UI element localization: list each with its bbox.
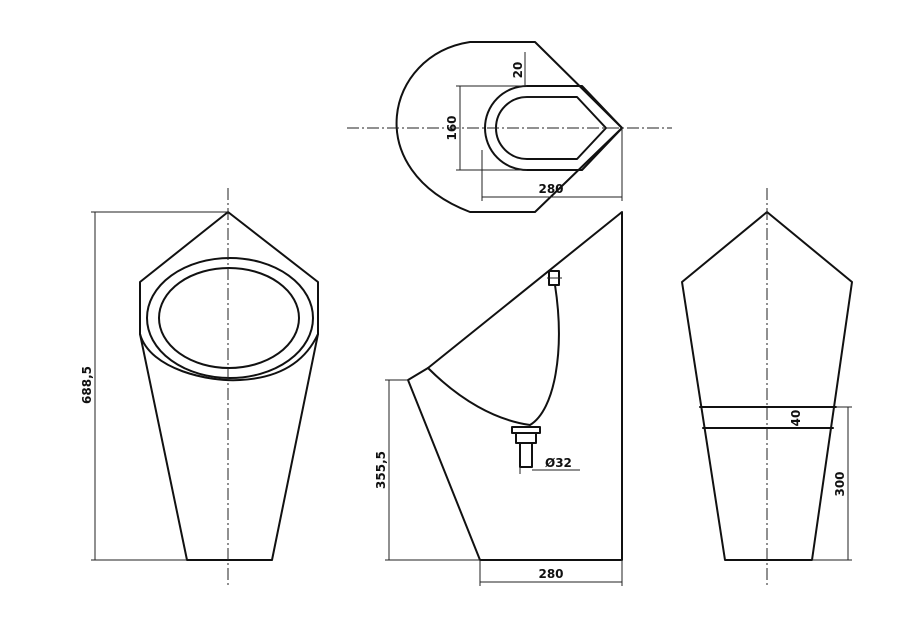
dim-20-label: 20: [511, 62, 525, 79]
back-view-outline: [681, 211, 853, 561]
side-view-outline: [407, 211, 623, 561]
dim-355-label: 355,5: [374, 451, 388, 489]
top-view-outline: [395, 41, 623, 213]
front-view-bowl-inner: [158, 267, 300, 369]
front-view-bowl-rim: [139, 333, 319, 382]
side-view-bowl-curve: [427, 284, 560, 426]
front-view-outline: [139, 211, 319, 561]
top-view-inner-rim: [495, 96, 607, 160]
top-view: 20 160 280: [347, 41, 672, 213]
front-view: 688,5: [80, 188, 319, 585]
dim-300-label: 300: [833, 471, 847, 496]
dim-dia-label: Ø32: [545, 456, 572, 470]
back-view: 40 300: [681, 188, 853, 585]
dim-160-label: 160: [445, 115, 459, 140]
dim-top-280-label: 280: [538, 182, 563, 196]
dim-side-280-label: 280: [538, 567, 563, 581]
side-view-drain-pipe: [519, 442, 533, 468]
side-view: Ø32 355,5 280: [374, 211, 623, 586]
dim-688-label: 688,5: [80, 366, 94, 404]
dim-40-label: 40: [789, 410, 803, 427]
side-view-drain-body: [515, 432, 537, 444]
front-view-bowl-outer: [146, 257, 314, 379]
